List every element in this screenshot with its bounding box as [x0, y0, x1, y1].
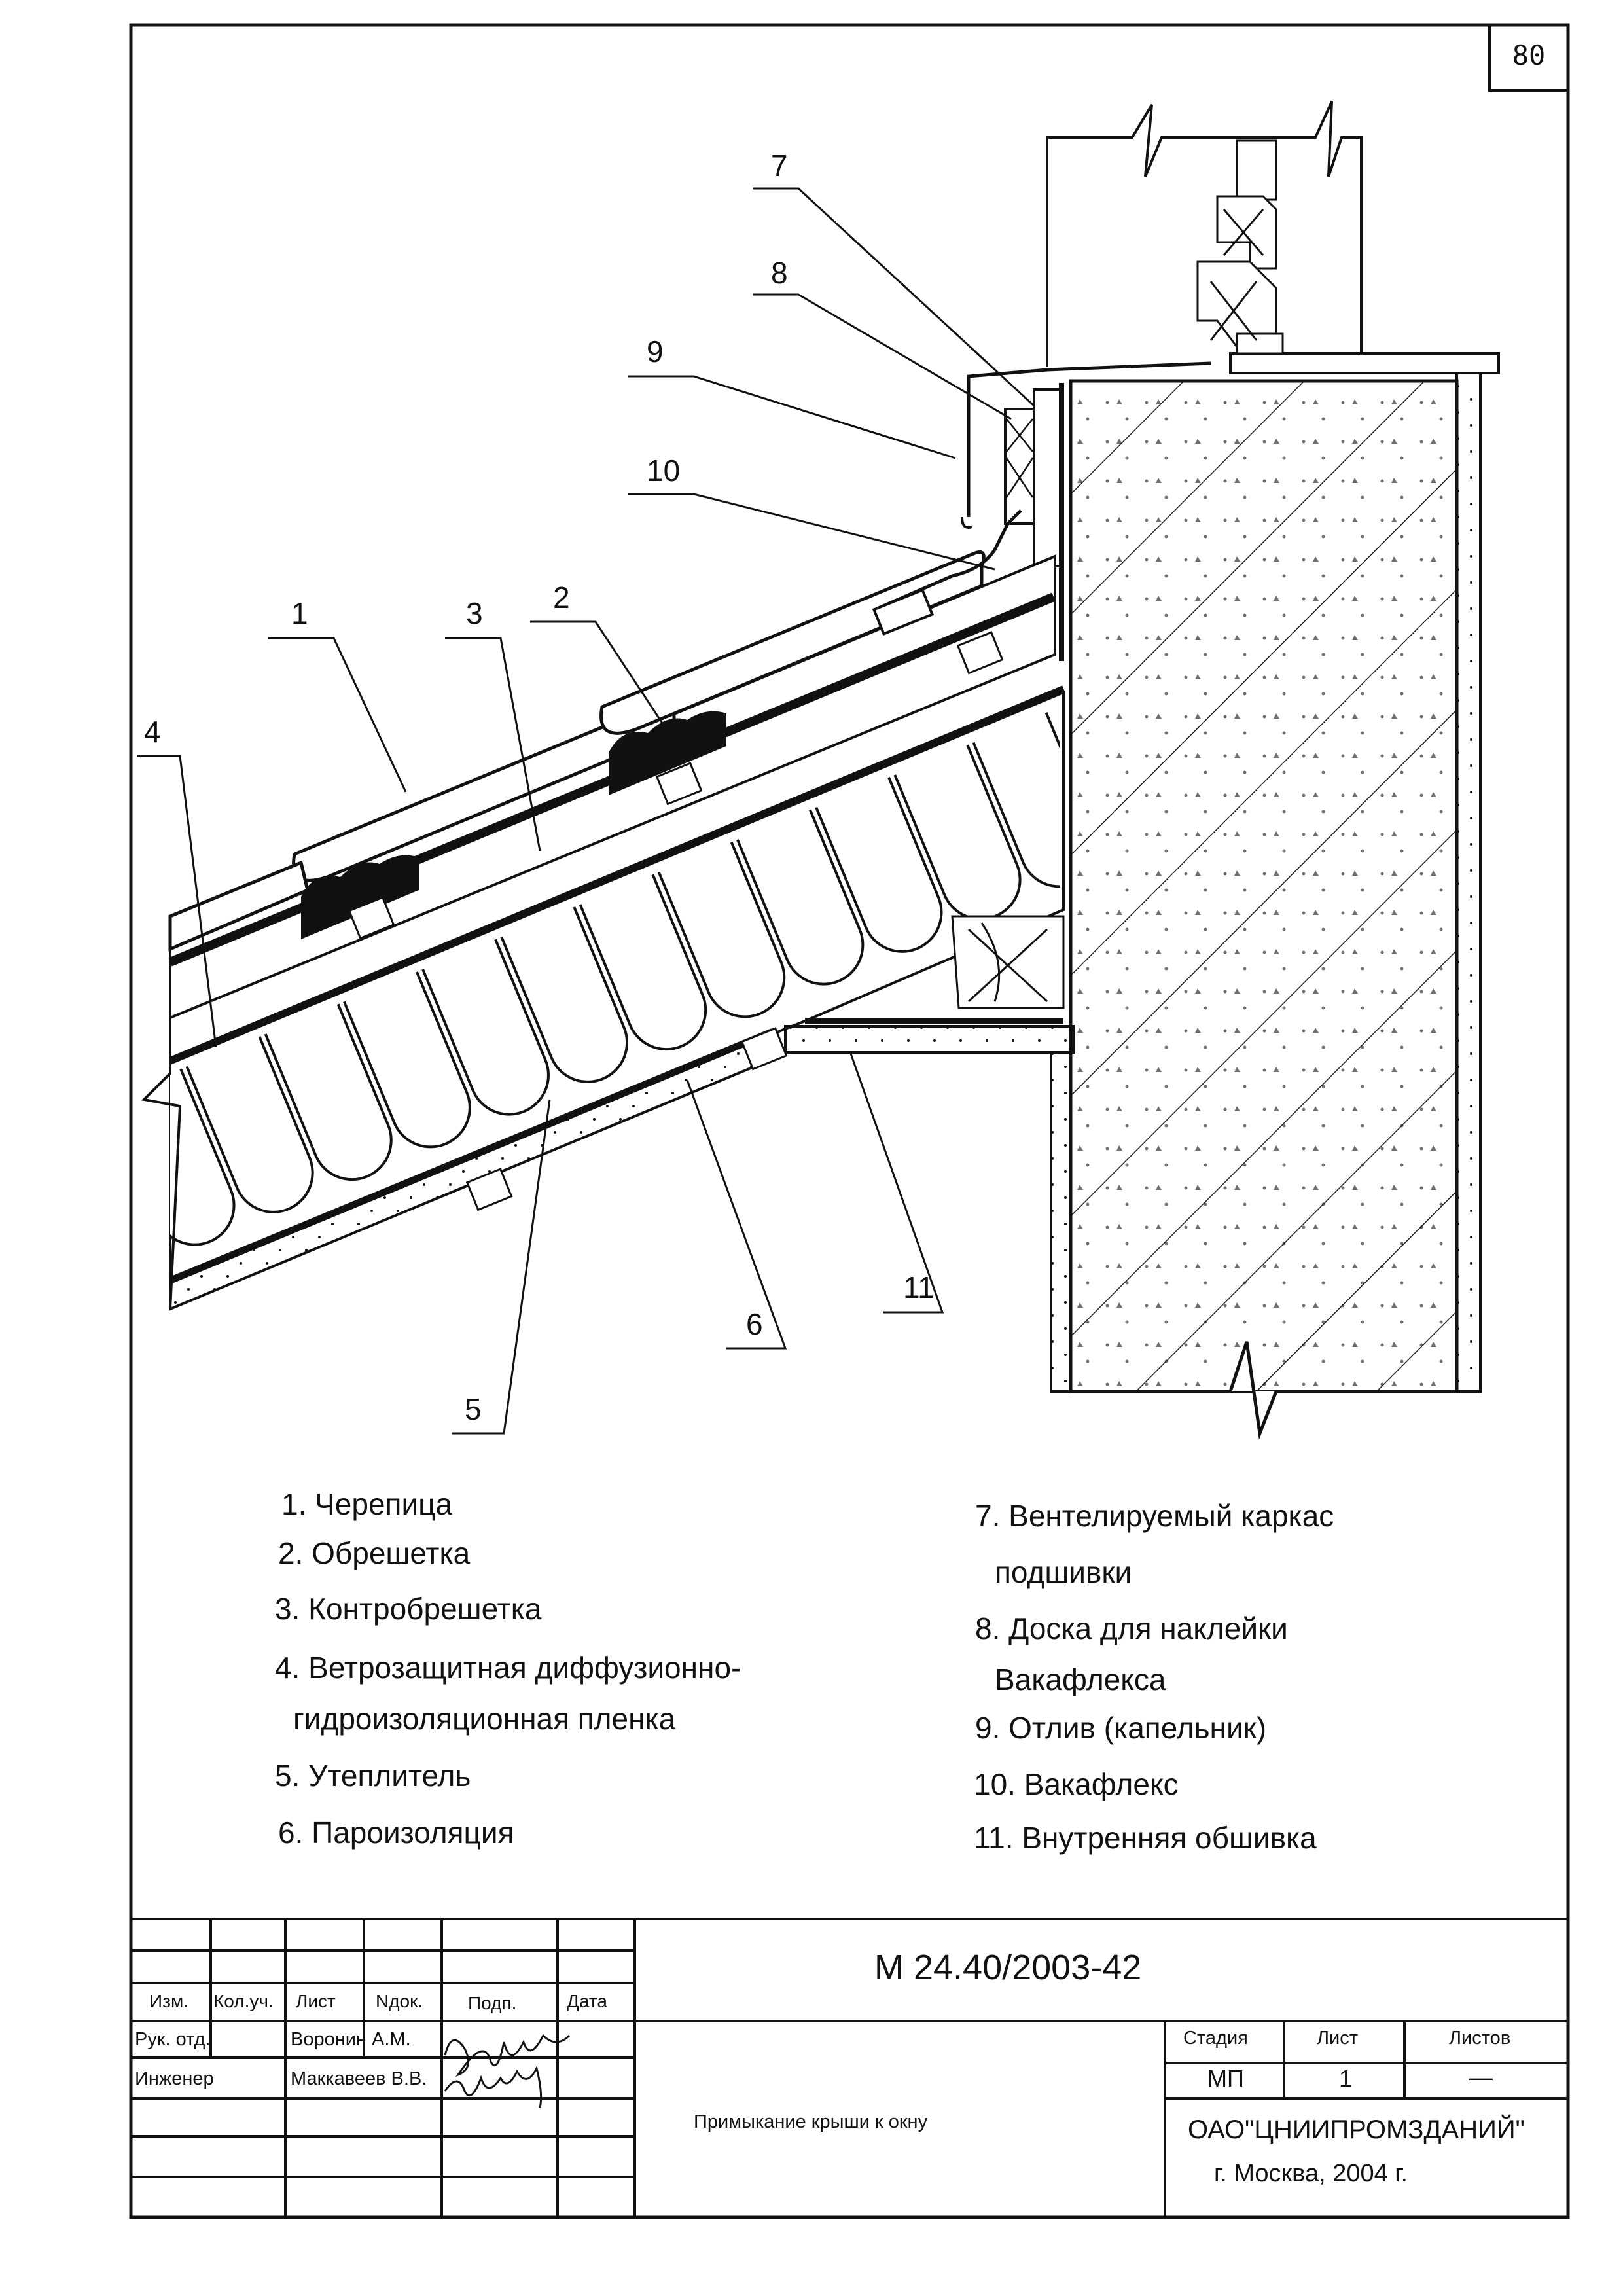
title-block-grid — [131, 1918, 1568, 2217]
role-head: Рук. отд. — [135, 2029, 211, 2050]
header-kol-uch: Кол.уч. — [213, 1991, 274, 2011]
window-sash — [1196, 139, 1284, 355]
callout-4: 4 — [144, 715, 161, 749]
legend-item-7: 7. Вентелируемый каркас — [975, 1499, 1334, 1533]
callout-2: 2 — [553, 581, 570, 615]
leader-lines — [137, 187, 1035, 1435]
header-list: Лист — [296, 1991, 336, 2011]
legend-item-5: 5. Утеплитель — [275, 1759, 471, 1793]
roof-battens — [348, 631, 1004, 1211]
legend-item-3: 3. Контробрешетка — [275, 1592, 542, 1626]
stage-value: МП — [1207, 2065, 1244, 2092]
legend-item-8-cont: Вакафлекса — [995, 1662, 1166, 1696]
window-sill — [1229, 352, 1500, 374]
sheet-value: 1 — [1339, 2065, 1353, 2092]
signature-makkaveev — [444, 2065, 543, 2108]
sheet-number: 80 — [1512, 39, 1546, 71]
sheets-value: — — [1469, 2064, 1493, 2090]
callout-7: 7 — [771, 149, 788, 183]
signature-voronin — [444, 2034, 571, 2077]
legend-item-1: 1. Черепица — [281, 1487, 453, 1521]
legend-item-6: 6. Пароизоляция — [278, 1816, 514, 1850]
legend-item-2: 2. Обрешетка — [278, 1536, 471, 1570]
ventilated-frame — [1004, 408, 1035, 525]
flashing-tape — [876, 509, 1022, 611]
timber-block — [951, 915, 1065, 1009]
sheet-number-box — [1488, 24, 1569, 92]
legend-item-9: 9. Отлив (капельник) — [975, 1711, 1267, 1745]
callout-11: 11 — [903, 1270, 935, 1304]
flashing-board — [1033, 388, 1061, 567]
city-year: г. Москва, 2004 г. — [1214, 2160, 1408, 2187]
legend-item-8: 8. Доска для наклейки — [975, 1611, 1288, 1645]
legend-item-10: 10. Вакафлекс — [974, 1767, 1179, 1801]
organization: ОАО"ЦНИИПРОМЗДАНИЙ" — [1188, 2115, 1525, 2144]
drip-flashing — [967, 361, 1211, 517]
name-engineer: Маккавеев В.В. — [291, 2068, 427, 2089]
name-head: Воронин А.М. — [291, 2029, 411, 2050]
callout-8: 8 — [771, 256, 788, 290]
drawing-title: Примыкание крыши к окну — [694, 2111, 928, 2132]
legend-item-4-cont: гидроизоляционная пленка — [293, 1702, 676, 1736]
inner-lining-horizontal — [784, 1025, 1075, 1054]
legend-item-4: 4. Ветрозащитная диффузионно- — [275, 1651, 741, 1685]
header-podp: Подп. — [468, 1993, 517, 2013]
document-code: М 24.40/2003-42 — [874, 1948, 1142, 1987]
window-frame-outline — [1046, 101, 1363, 367]
callout-5: 5 — [465, 1392, 482, 1426]
stage-label: Стадия — [1183, 2028, 1248, 2049]
header-ndok: Nдок. — [376, 1991, 423, 2011]
sheets-label: Листов — [1449, 2028, 1511, 2049]
callout-1: 1 — [291, 596, 308, 630]
sheet-frame — [129, 23, 1570, 2219]
header-izm: Изм. — [149, 1991, 188, 2011]
legend-item-7-cont: подшивки — [995, 1555, 1132, 1589]
signatures — [444, 2034, 571, 2108]
wall-plaster — [1455, 368, 1482, 1393]
roof-tiles — [168, 550, 986, 952]
header-data: Дата — [567, 1991, 608, 2011]
callout-3: 3 — [466, 596, 483, 630]
legend-item-11: 11. Внутренняя обшивка — [974, 1821, 1317, 1855]
sheet-label: Лист — [1317, 2028, 1359, 2049]
tile-profiles — [301, 711, 726, 939]
callout-10: 10 — [647, 454, 681, 488]
callout-6: 6 — [746, 1307, 763, 1341]
callout-9: 9 — [647, 334, 664, 368]
role-engineer: Инженер — [135, 2068, 214, 2089]
